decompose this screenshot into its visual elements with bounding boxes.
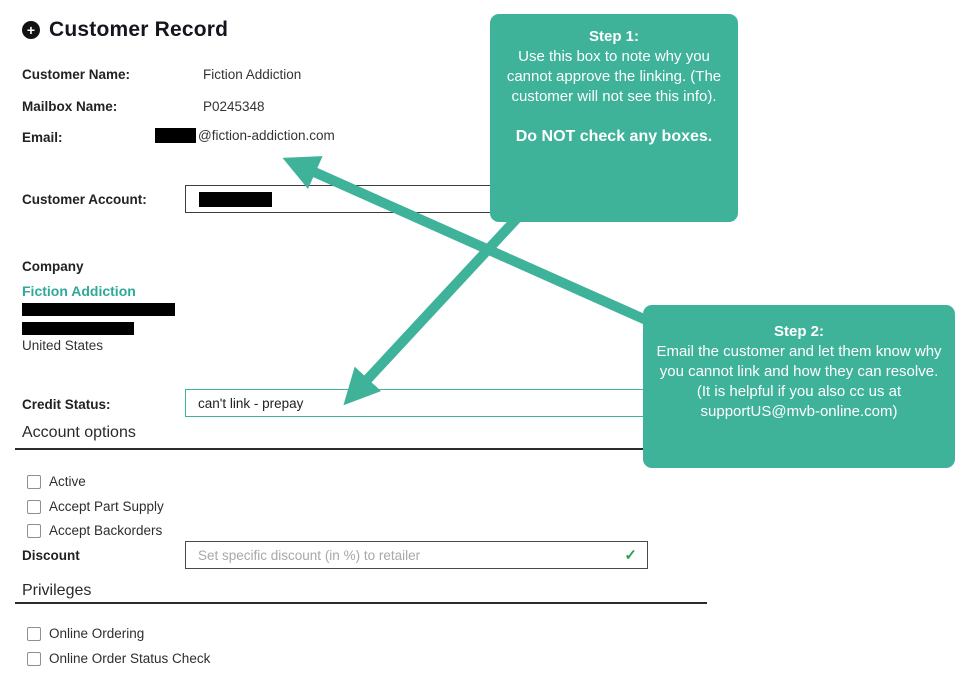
credit-status-input[interactable] <box>185 389 648 417</box>
arrow-step1-to-credit-status <box>343 210 525 406</box>
redacted-account-bar <box>199 191 272 207</box>
section-divider <box>15 448 707 450</box>
section-privileges: Privileges <box>22 582 92 599</box>
discount-field: ✓ <box>185 541 648 569</box>
page-title: Customer Record <box>49 18 229 41</box>
customer-name-label: Customer Name: <box>22 67 131 82</box>
page-header: + Customer Record <box>22 18 228 42</box>
checkbox-label: Accept Backorders <box>49 523 163 538</box>
checkbox-label: Accept Part Supply <box>49 499 164 514</box>
checkbox-icon[interactable] <box>27 651 41 666</box>
checkbox-icon[interactable] <box>27 626 41 641</box>
email-domain-text: @fiction-addiction.com <box>198 128 335 143</box>
step1-emphasis: Do NOT check any boxes. <box>515 127 713 145</box>
mailbox-name-label: Mailbox Name: <box>22 99 118 114</box>
step2-callout: Step 2: Email the customer and let them … <box>643 305 955 468</box>
checkbox-label: Online Ordering <box>49 626 145 641</box>
checkbox-icon[interactable] <box>27 474 41 489</box>
step1-callout: Step 1: Use this box to note why you can… <box>490 14 738 222</box>
checkbox-label: Online Order Status Check <box>49 651 211 666</box>
redacted-address-bar <box>22 303 175 316</box>
customer-account-label: Customer Account: <box>22 192 147 207</box>
step1-title: Step 1: <box>588 28 639 45</box>
checkbox-active[interactable]: Active <box>27 474 86 489</box>
email-value: @fiction-addiction.com <box>155 128 335 143</box>
section-account-options: Account options <box>22 424 136 441</box>
checkbox-icon[interactable] <box>27 499 41 514</box>
discount-input[interactable] <box>185 541 648 569</box>
company-name-link[interactable]: Fiction Addiction <box>22 283 136 299</box>
step2-body: Email the customer and let them know why… <box>656 342 942 420</box>
company-country: United States <box>22 338 104 353</box>
company-label: Company <box>22 259 84 274</box>
redacted-email-bar <box>155 128 196 143</box>
discount-label: Discount <box>22 548 80 563</box>
credit-status-label: Credit Status: <box>22 397 111 412</box>
checkbox-accept-backorders[interactable]: Accept Backorders <box>27 523 162 538</box>
checkbox-online-order-status-check[interactable]: Online Order Status Check <box>27 651 210 666</box>
section-divider <box>15 602 707 604</box>
step2-title: Step 2: <box>773 323 824 340</box>
email-label: Email: <box>22 130 63 145</box>
plus-circle-icon[interactable]: + <box>22 21 40 39</box>
checkbox-icon[interactable] <box>27 523 41 538</box>
checkbox-online-ordering[interactable]: Online Ordering <box>27 626 144 641</box>
step1-body: Use this box to note why you cannot appr… <box>506 47 722 105</box>
mailbox-name-value: P0245348 <box>203 99 265 114</box>
customer-name-value: Fiction Addiction <box>203 67 302 82</box>
checkbox-accept-part-supply[interactable]: Accept Part Supply <box>27 499 164 514</box>
redacted-address-bar <box>22 322 134 335</box>
checkbox-label: Active <box>49 474 86 489</box>
